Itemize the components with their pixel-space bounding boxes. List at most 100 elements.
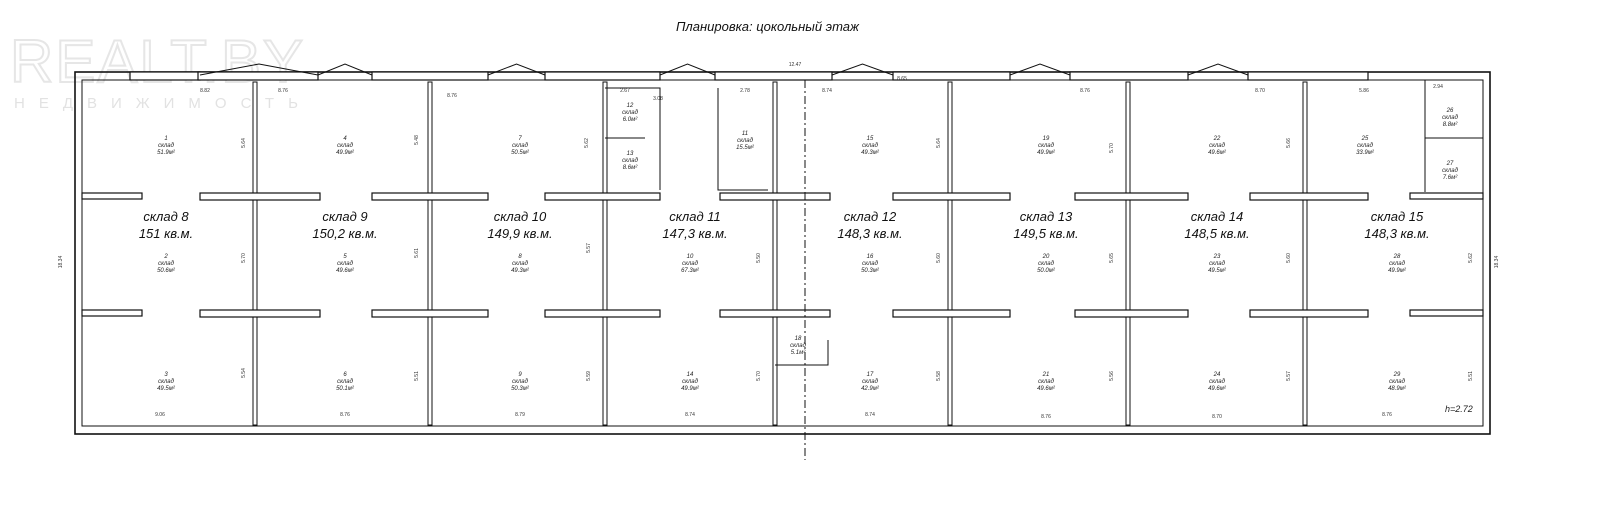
partition-wall [772, 81, 778, 426]
room-label-line: склад [1038, 143, 1055, 149]
warehouse-name: склад 8 [143, 209, 189, 224]
dimension-label: 5.54 [241, 368, 247, 378]
room-label-line: 49.9м² [336, 150, 355, 156]
room-label-line: склад [862, 261, 879, 267]
room-label-line: 50.5м² [511, 150, 530, 156]
dimension-label: 8.76 [278, 88, 288, 94]
partition-wall [947, 81, 953, 426]
room-label-line: 4 [343, 136, 347, 142]
dimension-label: 9.06 [155, 412, 165, 418]
room-label-line: 24 [1213, 372, 1221, 378]
dimension-label: 5.61 [414, 248, 420, 258]
room-label-line: склад [862, 379, 879, 385]
beam [1249, 309, 1369, 318]
window-opening [199, 63, 319, 76]
dimension-label: 5.51 [1468, 371, 1474, 381]
room-label-line: склад [158, 143, 175, 149]
dimension-label: 5.57 [1286, 371, 1292, 381]
partition-wall [252, 81, 258, 426]
outer-wall [74, 71, 1491, 435]
room-label-line: 9 [518, 372, 522, 378]
beam [719, 192, 831, 201]
room-label-line: 49.6м² [1208, 150, 1227, 156]
dimension-label: 2.78 [740, 88, 750, 94]
window-opening [487, 63, 546, 76]
room-partition [717, 88, 768, 191]
warehouse-area: 148,3 кв.м. [1364, 226, 1429, 241]
dimension-label: 8.76 [1080, 88, 1090, 94]
dimension-label: 5.60 [936, 253, 942, 263]
room-label-line: склад [1209, 261, 1226, 267]
warehouse-name: склад 9 [322, 209, 367, 224]
room-label-line: 50.6м² [157, 268, 176, 274]
beam [1074, 309, 1189, 318]
room-label-line: 17 [867, 372, 874, 378]
warehouse-name: склад 10 [494, 209, 547, 224]
room-label-line: 50.3м² [511, 386, 530, 392]
dimension-label: 5.62 [1468, 253, 1474, 263]
room-label-line: 12 [627, 103, 634, 109]
room-label-line: склад [1389, 261, 1406, 267]
window-opening [317, 63, 373, 76]
room-label-line: 5.1м² [791, 350, 806, 356]
room-label-line: склад [737, 138, 754, 144]
room-label-line: 18 [795, 336, 802, 342]
room-label-line: склад [512, 143, 529, 149]
room-label-line: склад [862, 143, 879, 149]
dimension-label: 5.48 [414, 135, 420, 145]
wall-stub [81, 192, 143, 200]
dimension-label: 18.34 [58, 256, 64, 269]
dimension-label: 18.34 [1494, 256, 1500, 269]
room-label-line: 42.9м² [861, 386, 880, 392]
dimension-label: 5.70 [1109, 143, 1115, 153]
warehouse-area: 149,5 кв.м. [1013, 226, 1078, 241]
warehouse-area: 150,2 кв.м. [312, 226, 377, 241]
window-opening [831, 63, 894, 76]
dimension-label: 12.47 [789, 62, 802, 68]
beam [199, 192, 321, 201]
room-label-line: 16 [867, 254, 874, 260]
room-label-line: 49.6м² [1208, 386, 1227, 392]
room-label-line: склад [337, 261, 354, 267]
dimension-label: 8.65 [897, 76, 907, 82]
room-label-line: склад [1038, 261, 1055, 267]
dimension-label: 8.70 [1212, 414, 1222, 420]
room-label-line: 49.9м² [1037, 150, 1056, 156]
warehouse-name: склад 12 [844, 209, 897, 224]
dimension-label: 5.62 [584, 138, 590, 148]
beam [371, 192, 489, 201]
window-opening [1009, 63, 1071, 76]
room-label-line: 3 [164, 372, 168, 378]
room-label-line: 23 [1213, 254, 1221, 260]
room-label-line: 20 [1042, 254, 1050, 260]
room-label-line: склад [1442, 115, 1459, 121]
window-opening [659, 63, 716, 76]
room-partition [775, 340, 829, 366]
beam [892, 309, 1011, 318]
dimension-label: 3.08 [653, 96, 663, 102]
room-label-line: склад [337, 379, 354, 385]
partition-wall [1125, 81, 1131, 426]
room-label-line: 29 [1393, 372, 1401, 378]
room-label-line: 6.0м² [623, 117, 638, 123]
room-label-line: склад [158, 261, 175, 267]
room-label-line: склад [1357, 143, 1374, 149]
beam [544, 309, 661, 318]
room-label-line: 49.9м² [681, 386, 700, 392]
